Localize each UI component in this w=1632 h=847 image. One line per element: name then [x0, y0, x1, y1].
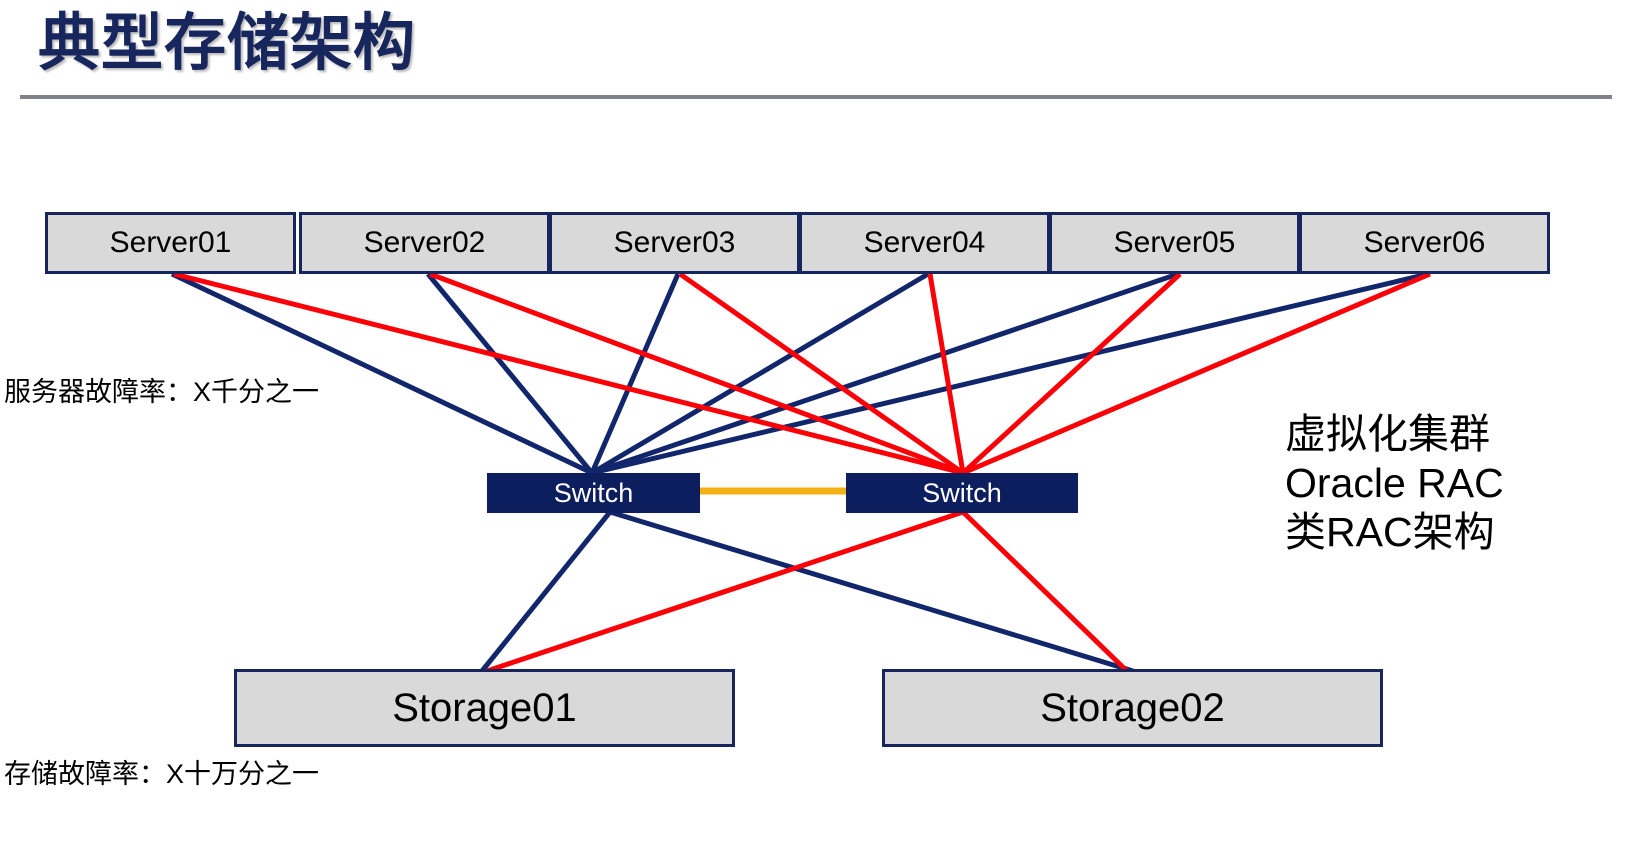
link-server01-switch1: [170, 271, 594, 476]
node-label: Storage02: [1040, 685, 1225, 730]
switch-to-storage-navy-links: [480, 509, 1134, 674]
node-server04[interactable]: Server04: [799, 212, 1050, 274]
node-label: Server04: [863, 226, 986, 259]
cluster-note-line3: 类RAC架构: [1285, 509, 1495, 555]
title-divider: [20, 95, 1612, 99]
link-server02-switch1: [426, 272, 594, 475]
storage-failure-rate-label: 存储故障率：X十万分之一: [4, 759, 320, 789]
link-server05-switch1: [591, 271, 1179, 476]
node-label: Storage01: [392, 685, 577, 730]
link-server05-switch2: [961, 272, 1182, 475]
node-server06[interactable]: Server06: [1299, 212, 1550, 274]
node-server01[interactable]: Server01: [45, 212, 296, 274]
link-server03-switch2: [678, 271, 965, 476]
link-server03-switch1: [589, 273, 681, 474]
node-label: Server06: [1363, 226, 1486, 259]
node-storage01[interactable]: Storage01: [234, 669, 735, 747]
cluster-note: 虚拟化集群 Oracle RAC 类RAC架构: [1285, 410, 1504, 557]
node-server05[interactable]: Server05: [1049, 212, 1300, 274]
link-switch1-storage02: [609, 509, 1134, 674]
link-server01-switch2: [173, 271, 964, 476]
link-server02-switch2: [429, 271, 964, 476]
cluster-note-line2: Oracle RAC: [1285, 460, 1504, 506]
node-label: Server02: [363, 226, 486, 259]
node-label: Server03: [613, 226, 736, 259]
node-switch02[interactable]: Switch: [846, 473, 1078, 513]
link-switch2-storage02: [961, 510, 1132, 676]
link-server06-switch1: [591, 271, 1429, 476]
node-label: Server05: [1113, 226, 1236, 259]
switch-to-storage-red-links: [477, 509, 1132, 677]
link-server06-switch2: [962, 271, 1431, 476]
node-server02[interactable]: Server02: [299, 212, 550, 274]
node-label: Server01: [109, 226, 232, 259]
node-label: Switch: [553, 477, 634, 508]
link-server04-switch1: [590, 271, 930, 476]
link-switch2-storage01: [477, 509, 964, 677]
server-failure-rate-label: 服务器故障率：X千分之一: [4, 377, 320, 407]
node-storage02[interactable]: Storage02: [882, 669, 1383, 747]
link-switch1-storage01: [480, 510, 612, 673]
node-server03[interactable]: Server03: [549, 212, 800, 274]
link-server04-switch2: [927, 273, 966, 474]
node-label: Switch: [922, 477, 1002, 508]
cluster-note-line1: 虚拟化集群: [1285, 411, 1490, 457]
node-switch01[interactable]: Switch: [487, 473, 700, 513]
server-to-switch2-links: [173, 271, 1431, 476]
server-to-switch1-links: [170, 271, 1429, 476]
page-title: 典型存储架构: [38, 9, 417, 78]
